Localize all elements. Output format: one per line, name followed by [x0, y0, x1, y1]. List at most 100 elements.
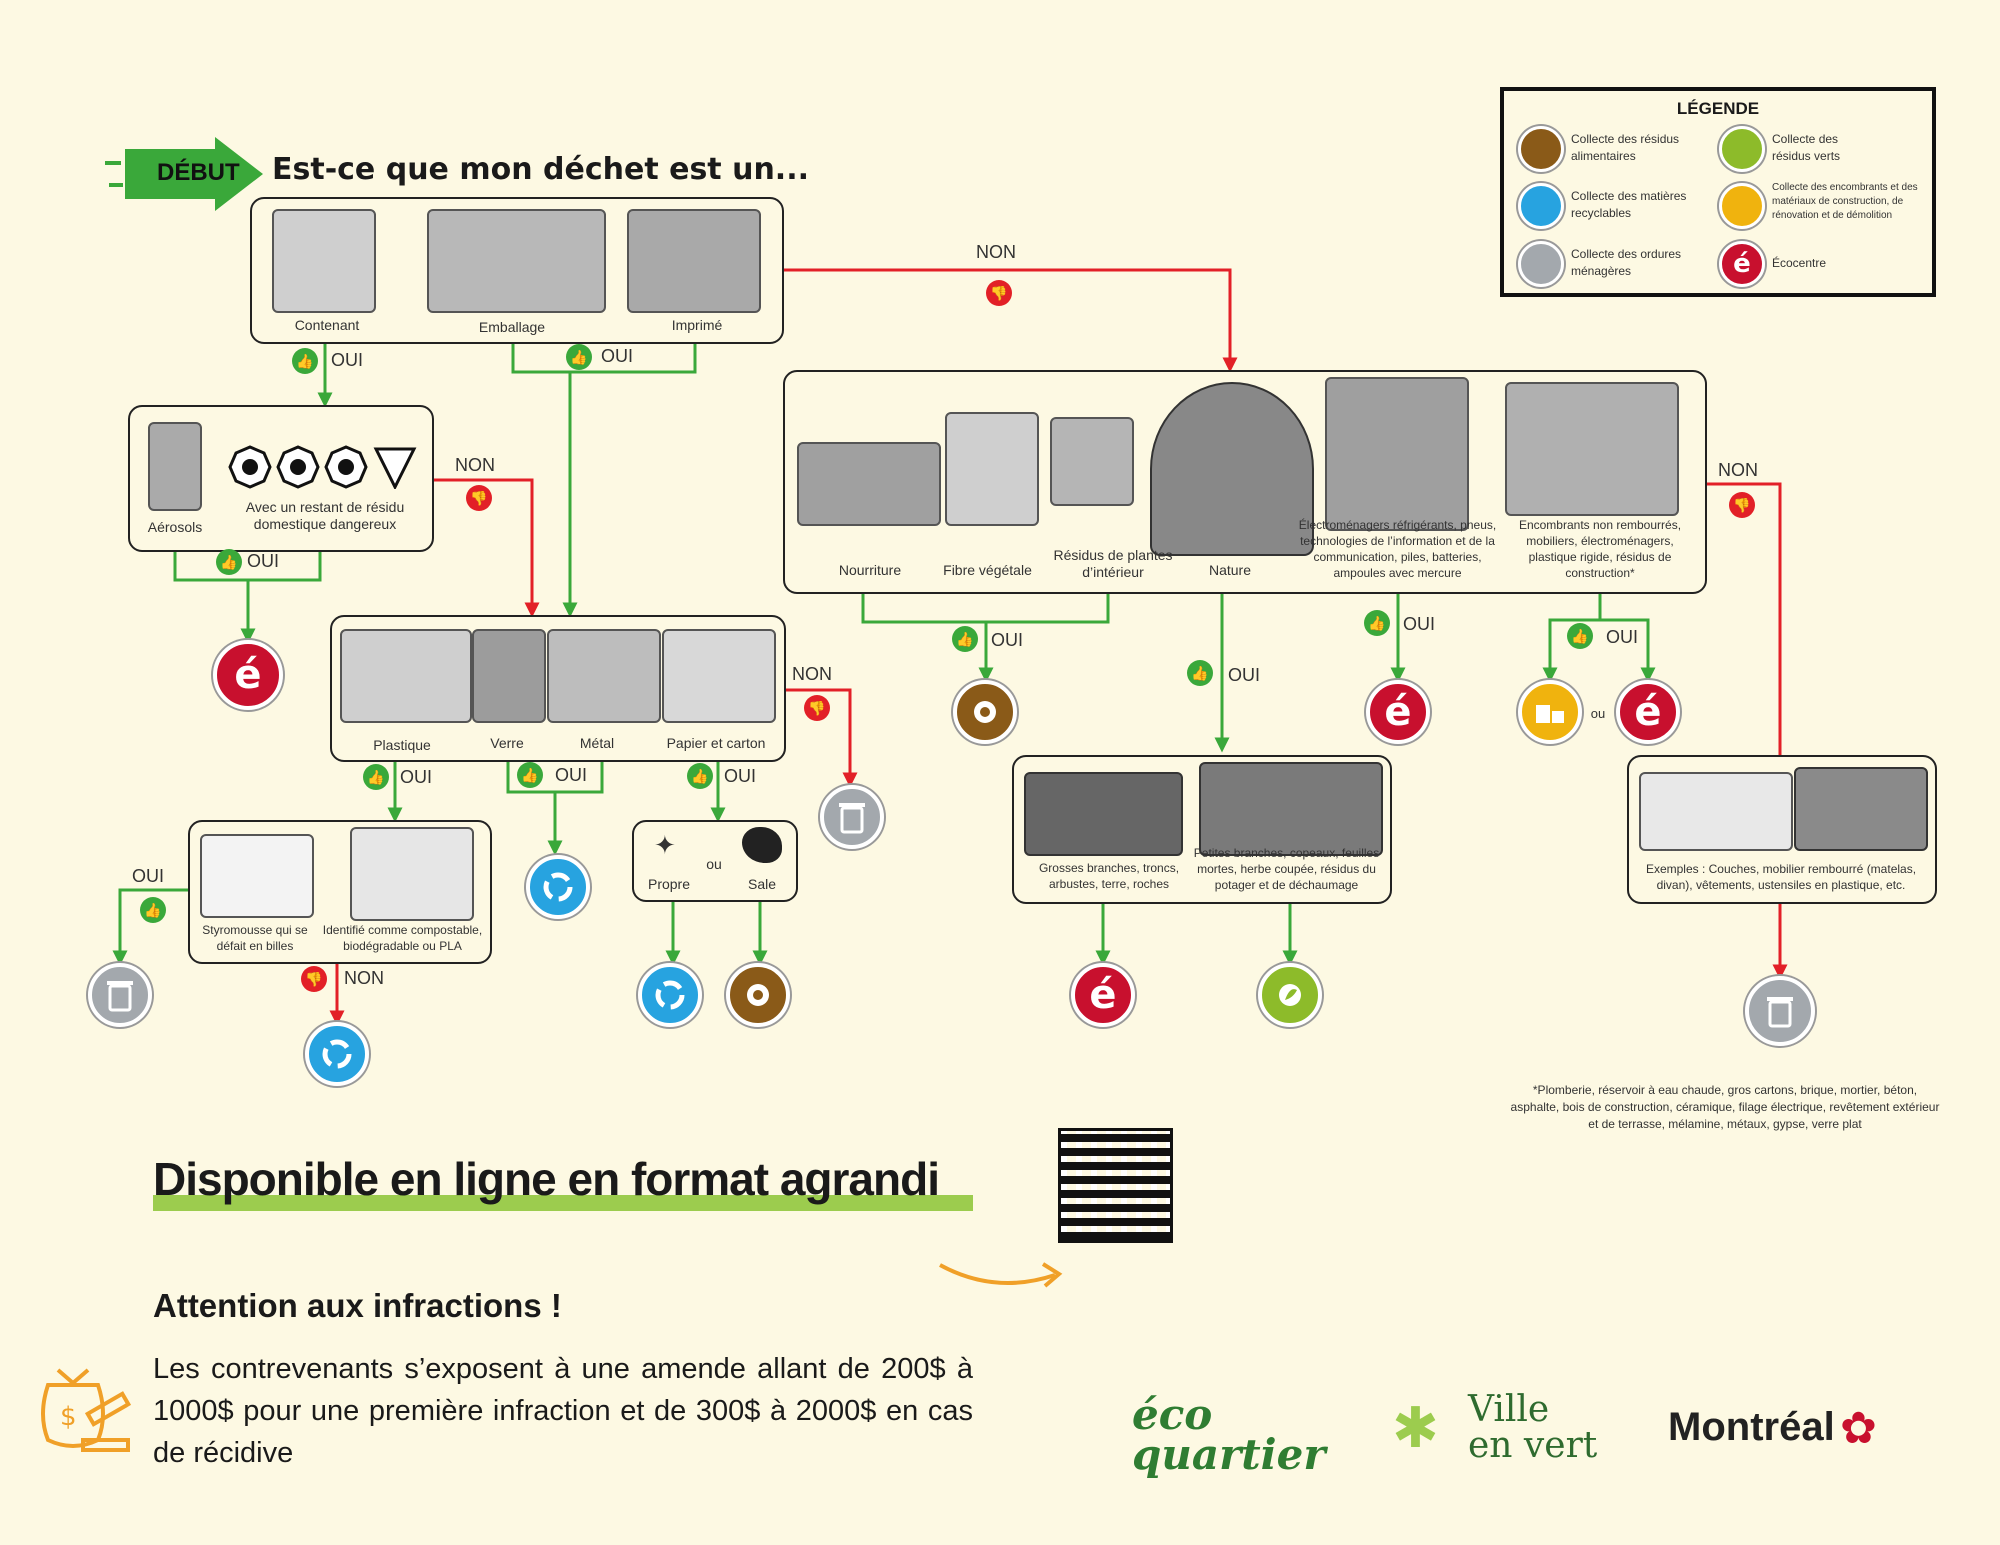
yes-label: OUI	[991, 630, 1024, 650]
yes-label: OUI	[555, 765, 588, 785]
or-label: ou	[1590, 706, 1606, 721]
legend-box: LÉGENDE Collecte des résidus alimentaire…	[1500, 87, 1936, 297]
trash-icon	[1518, 241, 1564, 287]
recycling-icon	[526, 855, 590, 919]
yes-label: OUI	[1228, 665, 1261, 685]
start-question: Est-ce que mon déchet est un...	[272, 152, 809, 187]
recycling-icon	[1518, 183, 1564, 229]
online-title[interactable]: Disponible en ligne en format agrandi	[153, 1153, 940, 1205]
food-illustration	[797, 442, 941, 526]
legend-item-bulky: Collecte des encombrants et des matériau…	[1772, 182, 1918, 221]
appliances-label: Électroménagers réfrigérants, pneus, tec…	[1298, 518, 1497, 580]
large-branches-label: Grosses branches, troncs, arbustes, terr…	[1038, 861, 1180, 891]
dirty-label: Sale	[747, 876, 777, 892]
styrofoam-question-box: Styromousse qui se défait en billes Iden…	[188, 820, 492, 964]
eco-quartier-logo: éco quartier	[1132, 1390, 1326, 1479]
bulky-items-label: Encombrants non rembourrés, mobiliers, é…	[1518, 518, 1682, 580]
food-collection-icon	[726, 963, 790, 1027]
plant-fiber-illustration	[945, 412, 1039, 526]
start-arrow-icon	[105, 137, 263, 211]
ville-en-vert-logo: Ville en vert	[1468, 1392, 1597, 1464]
bulky-items-icon	[1719, 183, 1765, 229]
thumbs-up-icon: 👍	[363, 764, 389, 790]
material-question-box: Plastique Verre Métal Papier et carton	[330, 615, 786, 762]
yes-label: OUI	[400, 767, 433, 787]
legend-item-recycling: Collecte des matières recyclables	[1571, 189, 1687, 220]
bulky-items-illustration	[1505, 382, 1679, 516]
yes-label: OUI	[724, 766, 757, 786]
styrofoam-illustration	[200, 834, 314, 918]
plastic-label: Plastique	[373, 737, 431, 753]
glass-label: Verre	[490, 735, 524, 751]
ville-line-1: Ville	[1468, 1389, 1550, 1430]
printed-label: Imprimé	[671, 317, 723, 333]
thumbs-down-icon: 👎	[301, 966, 327, 992]
no-label: NON	[1718, 460, 1758, 480]
plant-fiber-label: Fibre végétale	[943, 562, 1032, 578]
aerosol-label: Aérosols	[147, 519, 203, 535]
yes-label: OUI	[331, 350, 364, 370]
yes-label: OUI	[247, 551, 280, 571]
other-waste-box: Exemples : Couches, mobilier rembourré (…	[1627, 755, 1937, 904]
legend-item-trash: Collecte des ordures ménagères	[1571, 247, 1682, 278]
thumbs-down-icon: 👎	[804, 695, 830, 721]
recycling-icon	[305, 1022, 369, 1086]
no-label: NON	[792, 664, 832, 684]
legend-title: LÉGENDE	[1676, 99, 1760, 118]
ecocentre-icon: é	[1071, 963, 1135, 1027]
no-label: NON	[976, 242, 1016, 262]
clothing-utensils-illustration	[1794, 767, 1928, 851]
container-label: Contenant	[294, 317, 360, 333]
construction-footnote: *Plomberie, réservoir à eau chaude, gros…	[1510, 1083, 1940, 1131]
hazard-pictogram-icon	[228, 445, 417, 491]
ecocentre-icon: é	[1616, 680, 1680, 744]
container-illustration	[272, 209, 376, 313]
ville-line-2: en vert	[1468, 1425, 1598, 1466]
thumbs-up-icon: 👍	[140, 897, 166, 923]
paper-illustration	[662, 629, 776, 723]
thumbs-down-icon: 👎	[986, 280, 1012, 306]
ecocentre-icon: é	[1719, 241, 1765, 287]
or-label: ou	[706, 856, 722, 872]
sparkle-icon: ✦	[654, 830, 676, 860]
glass-illustration	[472, 629, 546, 723]
mattress-illustration	[1639, 772, 1793, 851]
other-examples-label: Exemples : Couches, mobilier rembourré (…	[1645, 862, 1917, 892]
metal-label: Métal	[579, 735, 615, 751]
qr-code[interactable]	[1058, 1128, 1173, 1243]
thumbs-up-icon: 👍	[216, 549, 242, 575]
leaves-illustration	[1199, 762, 1383, 856]
household-trash-icon	[88, 963, 152, 1027]
legend-item-food: Collecte des résidus alimentaires	[1571, 132, 1680, 163]
ville-en-vert-leaf-icon: ✱	[1392, 1396, 1439, 1459]
household-trash-icon	[820, 785, 884, 849]
clean-dirty-question-box: ✦ ou Propre Sale	[632, 820, 798, 902]
thumbs-up-icon: 👍	[517, 762, 543, 788]
thumbs-up-icon: 👍	[1364, 610, 1390, 636]
paper-cardboard-label: Papier et carton	[666, 735, 766, 751]
food-label: Nourriture	[838, 562, 902, 578]
metal-illustration	[547, 629, 661, 723]
stain-icon	[742, 827, 782, 863]
fine-icon: $	[28, 1355, 138, 1455]
packaging-illustration	[427, 209, 606, 313]
compostable-illustration	[350, 827, 474, 921]
green-waste-icon	[1719, 126, 1765, 172]
thumbs-up-icon: 👍	[1187, 660, 1213, 686]
other-category-question-box: Nourriture Fibre végétale Résidus de pla…	[783, 370, 1707, 594]
no-label: NON	[455, 455, 495, 475]
nature-label: Nature	[1208, 562, 1252, 578]
tree-illustration	[1150, 382, 1314, 556]
start-label: DÉBUT	[157, 159, 240, 186]
clean-label: Propre	[647, 876, 691, 892]
packaging-question-box: Contenant Emballage Imprimé	[250, 197, 784, 344]
food-collection-icon	[1518, 126, 1564, 172]
thumbs-up-icon: 👍	[292, 348, 318, 374]
bulky-items-icon	[1518, 680, 1582, 744]
hazard-question-box: Aérosols Avec un restant de résidu domes…	[128, 405, 434, 552]
thumbs-up-icon: 👍	[687, 763, 713, 789]
curved-arrow-icon	[939, 1262, 1063, 1288]
ecocentre-icon: é	[213, 640, 283, 710]
thumbs-down-icon: 👎	[466, 485, 492, 511]
